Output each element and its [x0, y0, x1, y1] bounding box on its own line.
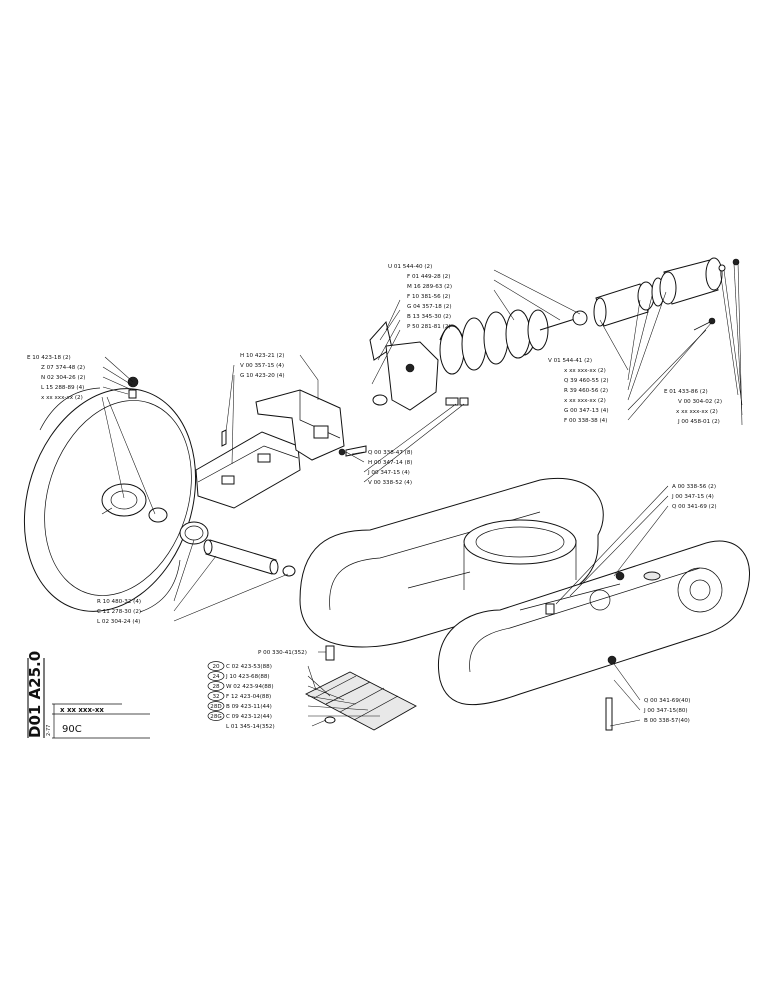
part-label: J 00 347-15(80) — [643, 708, 688, 714]
labels-track-upper: A 00 338-56 (2) J 00 347-15 (4) Q 00 341… — [671, 484, 717, 510]
part-label: M 16 289-63 (2) — [407, 284, 452, 290]
marker-label: 28G — [210, 714, 221, 720]
part-label: W 02 423-94(88) — [226, 684, 274, 690]
labels-spring: U 01 544-40 (2) F 01 449-28 (2) M 16 289… — [388, 264, 452, 330]
part-label: B 13 345-30 (2) — [407, 314, 451, 320]
part-label: F 00 338-38 (4) — [564, 418, 607, 424]
part-label: F 10 381-56 (2) — [407, 294, 450, 300]
labels-track-lower: Q 00 341-69(40) J 00 347-15(80) B 00 338… — [643, 698, 690, 724]
part-label: J 00 458-01 (2) — [677, 419, 720, 425]
labels-cylinder: V 01 544-41 (2) x xx xxx-xx (2) Q 39 460… — [548, 358, 609, 424]
part-label: N 02 304-26 (2) — [41, 375, 85, 381]
part-label: P 00 330-41(352) — [258, 650, 307, 656]
labels-bracket: H 10 423-21 (2) V 00 357-15 (4) G 10 423… — [240, 353, 285, 379]
part-label: V 00 338-52 (4) — [368, 480, 412, 486]
bearing-bracket — [195, 389, 367, 509]
part-label: H 00 347-14 (8) — [368, 460, 412, 466]
part-label: V 00 357-15 (4) — [240, 363, 284, 369]
recoil-spring — [369, 309, 588, 411]
axle-shaft — [203, 539, 296, 577]
part-label: E 01 433-86 (2) — [664, 389, 708, 395]
drawing-code: D01 A25.0 — [26, 651, 44, 738]
part-label: Q 00 341-69(40) — [644, 698, 690, 704]
marker-label: 24 — [212, 674, 220, 680]
labels-wheel: E 10 423-18 (2) Z 07 374-48 (2) N 02 304… — [27, 355, 85, 401]
marker-label: 20 — [212, 664, 220, 670]
part-label: H 10 423-21 (2) — [240, 353, 284, 359]
part-label: J 00 347-15 (4) — [671, 494, 714, 500]
labels-shoe: P 00 330-41(352) C 02 423-53(88) J 10 42… — [225, 650, 307, 730]
part-label: x xx xxx-xx (2) — [676, 409, 718, 415]
labels-bracket-bolts: Q 00 338-47 (8) H 00 347-14 (8) J 00 347… — [367, 450, 413, 486]
part-label: R 39 460-56 (2) — [564, 388, 608, 394]
part-label: J 10 423-68(88) — [225, 674, 270, 680]
drawing-date: 2-77 — [46, 725, 52, 736]
part-label: V 01 544-41 (2) — [548, 358, 592, 364]
part-label: E 10 423-18 (2) — [27, 355, 71, 361]
leader-lines — [101, 261, 743, 727]
marker-label: 28D — [210, 704, 221, 710]
part-label: L 01 345-14(352) — [226, 724, 275, 730]
labels-cylinder-right: E 01 433-86 (2) V 00 304-02 (2) x xx xxx… — [664, 389, 722, 425]
reference-number: x xx xxx-xx — [60, 706, 104, 714]
shoe-markers: 20 24 28 32 28D 28G — [207, 661, 225, 721]
part-label: Q 00 338-47 (8) — [368, 450, 413, 456]
part-label: Z 07 374-48 (2) — [41, 365, 85, 371]
track-frame — [299, 478, 750, 731]
part-label: G 10 423-20 (4) — [240, 373, 285, 379]
part-label: L 15 288-89 (4) — [41, 385, 84, 391]
marker-label: 32 — [212, 694, 219, 700]
part-label: L 02 304-24 (4) — [97, 619, 140, 625]
part-label: C 02 423-53(88) — [226, 664, 272, 670]
tension-cylinder — [593, 257, 740, 331]
part-label: x xx xxx-xx (2) — [564, 398, 606, 404]
part-label: G 04 357-18 (2) — [407, 304, 452, 310]
part-label: C 11 278-30 (2) — [97, 609, 141, 615]
part-label: J 00 347-15 (4) — [367, 470, 410, 476]
part-label: Q 39 460-55 (2) — [564, 378, 609, 384]
labels-axle: R 10 480-32 (4) C 11 278-30 (2) L 02 304… — [97, 599, 141, 625]
title-block: D01 A25.0 2-77 x xx xxx-xx 90C — [26, 651, 150, 739]
part-label: C 09 423-12(44) — [226, 714, 272, 720]
part-label: Q 00 341-69 (2) — [672, 504, 717, 510]
part-label: V 00 304-02 (2) — [678, 399, 722, 405]
idler-wheel — [23, 387, 197, 613]
part-label: U 01 544-40 (2) — [388, 264, 432, 270]
part-label: F 01 449-28 (2) — [407, 274, 450, 280]
part-label: A 00 338-56 (2) — [672, 484, 716, 490]
part-label: B 00 338-57(40) — [644, 718, 690, 724]
track-shoe — [305, 645, 417, 731]
part-label: B 09 423-11(44) — [226, 704, 272, 710]
part-label: x xx xxx-xx (2) — [41, 395, 83, 401]
part-label: F 12 423-04(88) — [226, 694, 271, 700]
part-label: x xx xxx-xx (2) — [564, 368, 606, 374]
part-label: P 50 281-81 (2) — [407, 324, 451, 330]
part-label: R 10 480-32 (4) — [97, 599, 141, 605]
model-name: 90C — [62, 724, 82, 735]
part-label: G 00 347-13 (4) — [564, 408, 609, 414]
marker-label: 28 — [212, 684, 220, 690]
